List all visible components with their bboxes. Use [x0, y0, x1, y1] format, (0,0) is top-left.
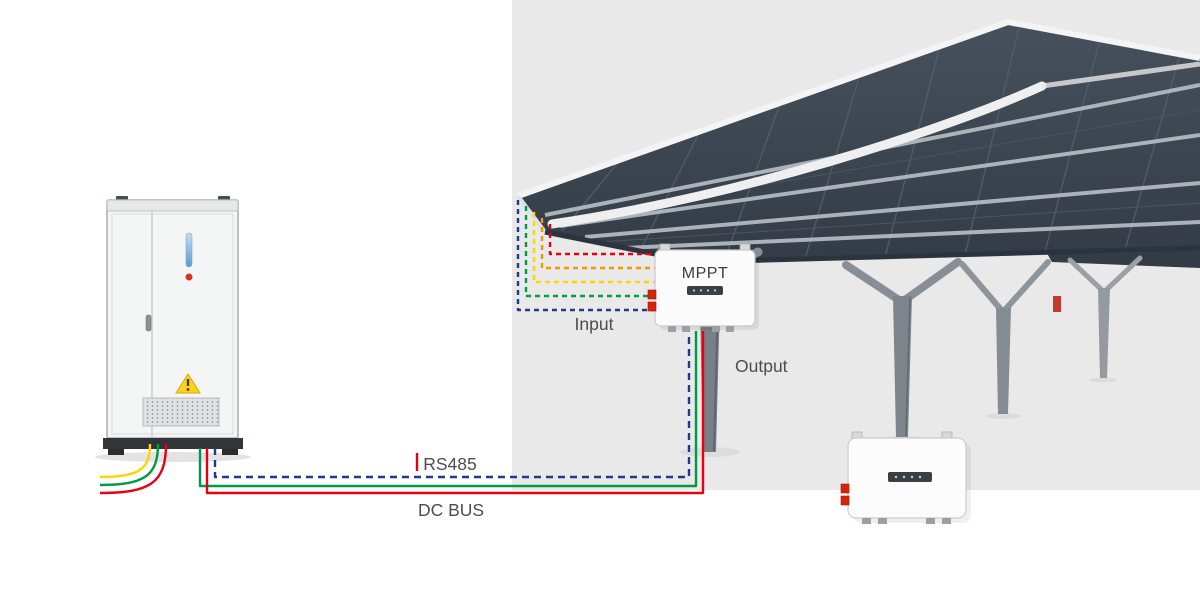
mppt-bottom-connectors [668, 326, 734, 332]
mppt-display [687, 286, 723, 295]
label-rs485: RS485 [423, 454, 477, 474]
power-cabinet [95, 196, 251, 462]
inverter-bottom-connectors [862, 518, 951, 524]
mppt-controller: MPPT [647, 243, 759, 332]
mppt-device-label: MPPT [682, 265, 728, 282]
carport-pillar-4 [1067, 255, 1143, 378]
label-output: Output [735, 356, 788, 376]
canopy-white-beams [516, 19, 1200, 265]
mppt-input-connector-1 [647, 289, 657, 300]
pillar-red-box [1053, 296, 1061, 312]
pv-input-wires [516, 200, 655, 312]
inverter-connector-1 [840, 483, 850, 494]
mppt-display-leds [692, 289, 717, 292]
cabinet-top-strip [106, 199, 239, 212]
inverter-display-leds [894, 475, 922, 479]
solar-carport [516, 19, 1200, 457]
label-input: Input [575, 314, 614, 334]
cabinet-base [103, 438, 243, 449]
cabinet-ac-wires [99, 443, 168, 495]
cabinet-foot-left [108, 449, 124, 455]
dc-bus-wire-red [205, 331, 705, 495]
ventilation-grille [142, 397, 220, 427]
dc-bus-wire-green [198, 331, 698, 488]
power-led [185, 273, 193, 281]
wiring [99, 200, 705, 495]
carport-pillar-2 [842, 258, 962, 437]
panel-seams [551, 22, 1200, 260]
cabinet-foot-right [222, 449, 238, 455]
inverter-display [888, 472, 932, 482]
mppt-input-connector-2 [647, 301, 657, 312]
rs485-wire [213, 331, 691, 479]
status-indicator [185, 232, 193, 268]
warning-label-icon [175, 373, 201, 394]
label-dc-bus: DC BUS [418, 500, 484, 520]
carport-pillar-3 [959, 259, 1051, 414]
cabinet-shadow [95, 452, 251, 462]
cabinet-inner-frame [111, 213, 234, 435]
door-handle [145, 314, 152, 332]
inverter-connector-2 [840, 495, 850, 506]
inverter-unit [840, 431, 971, 524]
diagram-labels: Input Output RS485 DC BUS [418, 314, 788, 520]
